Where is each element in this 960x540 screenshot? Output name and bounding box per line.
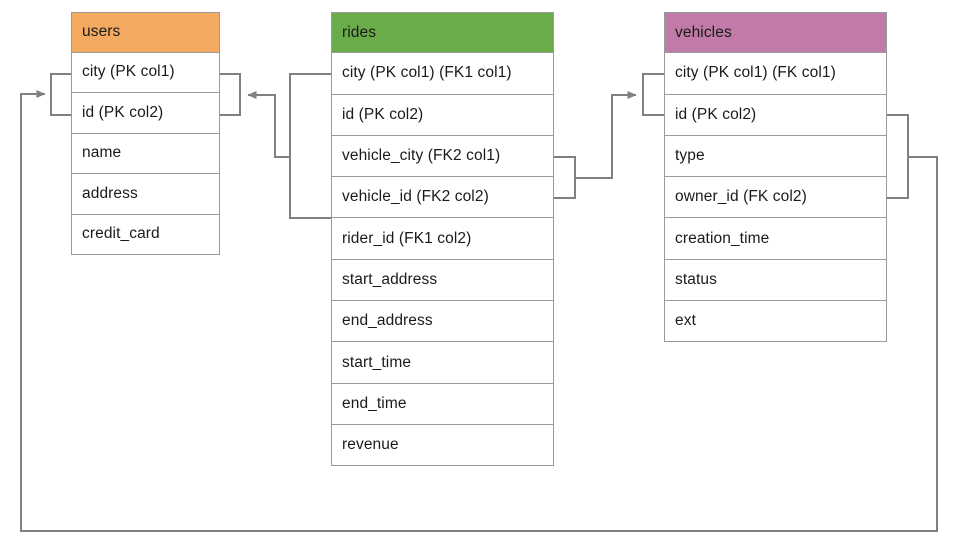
- connector-source-bracket-rides-fk1: [289, 73, 331, 219]
- connector-source-bracket-vehicles-fk: [887, 114, 909, 199]
- connector-target-bracket-vehicles: [642, 73, 664, 116]
- table-title-users: users: [82, 23, 121, 41]
- connector-target-bracket-users-owner: [50, 73, 71, 116]
- table-title-rides: rides: [342, 23, 377, 41]
- table-header-vehicles: vehicles: [664, 12, 887, 54]
- table-users[interactable]: users city (PK col1) id (PK col2) name a…: [71, 12, 220, 255]
- field-label: end_address: [342, 312, 433, 330]
- field-row-vehicles-owner-id[interactable]: owner_id (FK col2): [664, 177, 887, 219]
- field-label: end_time: [342, 394, 407, 412]
- field-row-rides-revenue[interactable]: revenue: [331, 424, 554, 467]
- table-title-vehicles: vehicles: [675, 23, 732, 41]
- field-label: revenue: [342, 436, 399, 454]
- field-row-users-id[interactable]: id (PK col2): [71, 93, 220, 134]
- field-label: city (PK col1) (FK1 col1): [342, 64, 512, 82]
- field-label: id (PK col2): [675, 105, 757, 123]
- field-label: city (PK col1): [82, 63, 175, 81]
- field-row-vehicles-creation-time[interactable]: creation_time: [664, 218, 887, 260]
- field-label: id (PK col2): [82, 103, 164, 121]
- table-header-rides: rides: [331, 12, 554, 54]
- field-row-users-name[interactable]: name: [71, 133, 220, 174]
- field-row-vehicles-status[interactable]: status: [664, 259, 887, 302]
- field-label: id (PK col2): [342, 105, 424, 123]
- field-row-vehicles-id[interactable]: id (PK col2): [664, 94, 887, 136]
- field-row-rides-vehicle-id[interactable]: vehicle_id (FK2 col2): [331, 177, 554, 219]
- field-row-vehicles-city[interactable]: city (PK col1) (FK col1): [664, 53, 887, 95]
- table-header-users: users: [71, 12, 220, 53]
- field-label: rider_id (FK1 col2): [342, 229, 472, 247]
- field-row-users-credit-card[interactable]: credit_card: [71, 214, 220, 255]
- field-label: credit_card: [82, 225, 160, 243]
- field-row-vehicles-ext[interactable]: ext: [664, 301, 887, 343]
- field-row-users-city[interactable]: city (PK col1): [71, 52, 220, 93]
- field-label: owner_id (FK col2): [675, 188, 807, 206]
- connector-target-bracket-users-fk1: [220, 73, 241, 116]
- connector-link-rides-to-vehicles: [575, 91, 637, 179]
- connector-link-rides-to-users: [247, 91, 290, 158]
- table-rides[interactable]: rides city (PK col1) (FK1 col1) id (PK c…: [331, 12, 554, 467]
- field-label: status: [675, 270, 717, 288]
- field-row-rides-start-time[interactable]: start_time: [331, 342, 554, 384]
- field-label: start_time: [342, 353, 412, 371]
- field-row-rides-vehicle-city[interactable]: vehicle_city (FK2 col1): [331, 135, 554, 178]
- field-label: ext: [675, 312, 696, 330]
- field-row-users-address[interactable]: address: [71, 174, 220, 215]
- field-label: creation_time: [675, 229, 770, 247]
- field-row-rides-end-time[interactable]: end_time: [331, 383, 554, 425]
- field-label: start_address: [342, 270, 438, 288]
- connector-source-bracket-rides-fk2: [554, 156, 576, 199]
- table-vehicles[interactable]: vehicles city (PK col1) (FK col1) id (PK…: [664, 12, 887, 343]
- connector-rides-rider-to-users: [220, 73, 331, 219]
- connector-rides-vehicle-to-vehicles: [554, 73, 664, 199]
- field-row-rides-start-address[interactable]: start_address: [331, 259, 554, 302]
- field-label: vehicle_id (FK2 col2): [342, 188, 489, 206]
- field-label: address: [82, 184, 138, 202]
- field-label: city (PK col1) (FK col1): [675, 64, 836, 82]
- field-label: vehicle_city (FK2 col1): [342, 147, 501, 165]
- field-label: name: [82, 144, 122, 162]
- field-row-rides-rider-id[interactable]: rider_id (FK1 col2): [331, 218, 554, 260]
- field-row-rides-city[interactable]: city (PK col1) (FK1 col1): [331, 53, 554, 95]
- field-row-rides-id[interactable]: id (PK col2): [331, 94, 554, 136]
- field-row-vehicles-type[interactable]: type: [664, 135, 887, 178]
- field-row-rides-end-address[interactable]: end_address: [331, 301, 554, 343]
- field-label: type: [675, 147, 705, 165]
